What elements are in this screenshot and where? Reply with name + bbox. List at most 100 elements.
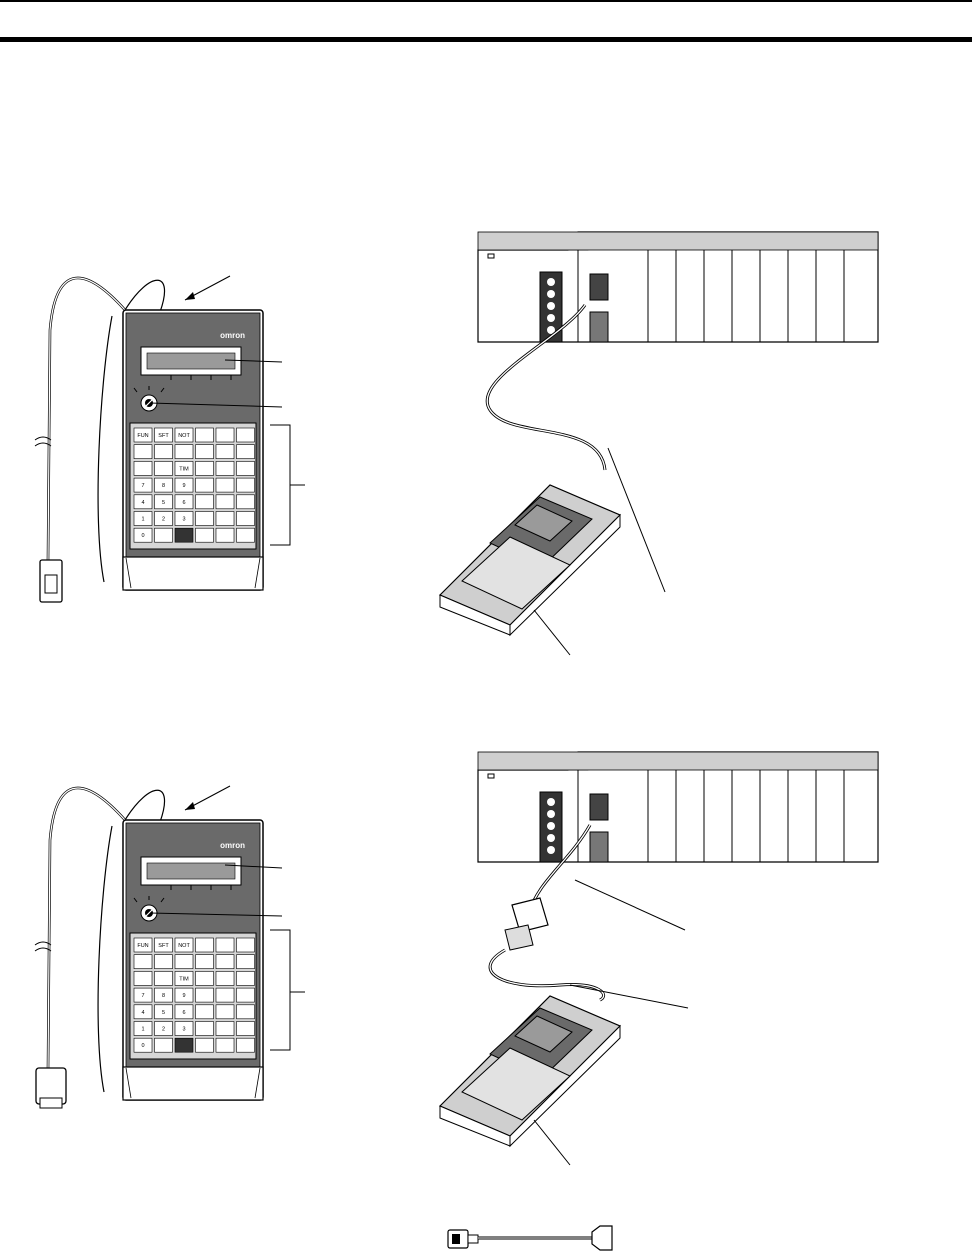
console-key	[174, 937, 194, 953]
console-key	[195, 954, 214, 970]
console-key	[195, 477, 214, 493]
console-key	[154, 987, 173, 1003]
console-key	[154, 1037, 173, 1053]
console-key	[133, 1037, 153, 1053]
console-key	[236, 971, 255, 986]
console-key-label: 2	[162, 517, 165, 523]
connecting-cable-icon	[447, 1225, 613, 1251]
header-rule-thin	[0, 0, 972, 2]
console-key	[215, 511, 235, 526]
console-key	[215, 494, 235, 510]
console-key-label: NOT	[178, 943, 190, 949]
console-front-view-top	[34, 275, 305, 603]
console-key	[174, 511, 194, 526]
console-key-label: 4	[141, 500, 144, 506]
console-key	[174, 954, 194, 970]
console-key	[236, 494, 255, 510]
console-key	[195, 427, 214, 443]
console-key-label: 3	[182, 517, 185, 523]
console-key-label: 1	[141, 1027, 144, 1033]
console-key	[236, 1021, 255, 1036]
console-key	[215, 954, 235, 970]
console-key	[195, 461, 214, 476]
console-key-label: SFT	[158, 943, 169, 949]
console-key	[174, 477, 194, 493]
console-key	[174, 527, 194, 543]
console-key	[133, 1004, 153, 1020]
console-key	[133, 937, 153, 953]
console-key	[215, 1004, 235, 1020]
console-key	[133, 427, 153, 443]
console-key-label: FUN	[137, 433, 148, 439]
console-key	[236, 477, 255, 493]
console-key	[154, 1004, 173, 1020]
console-key	[174, 987, 194, 1003]
console-front-view-bottom	[34, 785, 305, 1109]
console-key	[133, 527, 153, 543]
console-key	[195, 1004, 214, 1020]
console-key	[154, 494, 173, 510]
console-key	[154, 511, 173, 526]
console-key-label: TIM	[179, 466, 189, 472]
plc-rack-bottom	[439, 751, 879, 1166]
console-key	[195, 1021, 214, 1036]
console-key	[174, 1021, 194, 1036]
console-key	[133, 511, 153, 526]
console-key	[195, 937, 214, 953]
console-key	[154, 937, 173, 953]
console-key-label: 9	[182, 483, 185, 489]
console-key	[215, 971, 235, 986]
console-key	[133, 987, 153, 1003]
console-key-label: FUN	[137, 943, 148, 949]
console-key	[236, 511, 255, 526]
console-key-label: NOT	[178, 433, 190, 439]
console-key-label: 7	[141, 993, 144, 999]
console-key	[215, 461, 235, 476]
console-key	[154, 427, 173, 443]
console-key	[195, 444, 214, 460]
console-key	[236, 461, 255, 476]
console-key	[174, 427, 194, 443]
console-key	[154, 954, 173, 970]
console-key	[236, 954, 255, 970]
console-key	[215, 444, 235, 460]
console-key	[133, 444, 153, 460]
console-key-label: 5	[162, 1010, 165, 1016]
console-key	[154, 971, 173, 986]
console-key	[236, 427, 255, 443]
console-key-label: 7	[141, 483, 144, 489]
console-key-label: 4	[141, 1010, 144, 1016]
console-key-label: 8	[162, 993, 165, 999]
console-key	[133, 1021, 153, 1036]
console-key-label: 1	[141, 517, 144, 523]
console-key-label: 0	[141, 533, 144, 539]
console-brand-logo: omron	[220, 331, 245, 340]
console-key	[174, 1004, 194, 1020]
console-key	[215, 987, 235, 1003]
console-key	[133, 494, 153, 510]
console-key	[174, 444, 194, 460]
console-key	[133, 461, 153, 476]
header-rule-thick	[0, 37, 972, 42]
console-key-label: 6	[182, 1010, 185, 1016]
console-key	[154, 477, 173, 493]
console-key-label: 3	[182, 1027, 185, 1033]
console-key	[215, 1021, 235, 1036]
console-key	[174, 461, 194, 476]
console-key	[215, 477, 235, 493]
console-key-label: 9	[182, 993, 185, 999]
console-key	[174, 494, 194, 510]
console-key	[215, 1037, 235, 1053]
console-key	[154, 527, 173, 543]
console-key	[215, 527, 235, 543]
console-brand-logo: omron	[220, 841, 245, 850]
console-key	[154, 461, 173, 476]
console-key	[236, 527, 255, 543]
console-key	[195, 527, 214, 543]
console-key	[195, 494, 214, 510]
console-key-label: 0	[141, 1043, 144, 1049]
console-key	[133, 971, 153, 986]
